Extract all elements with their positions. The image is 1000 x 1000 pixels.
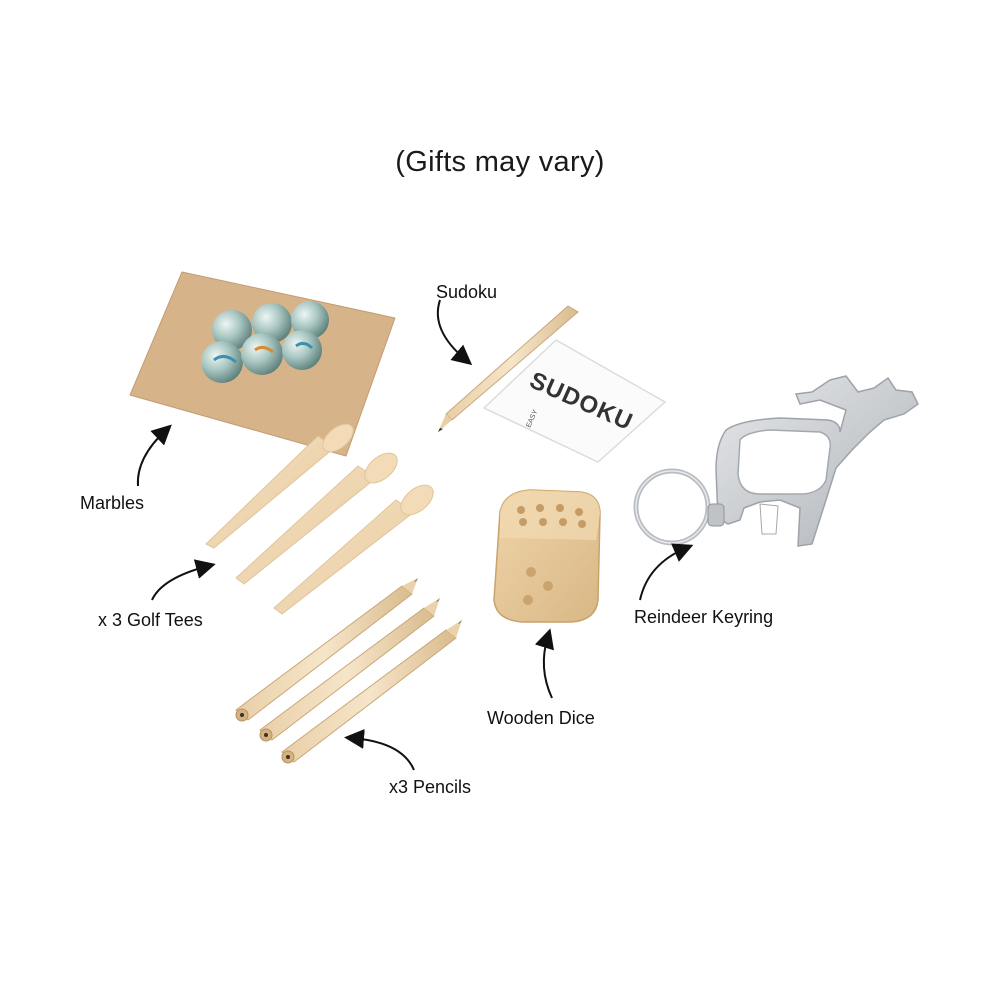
marble [291, 301, 329, 339]
sudoku-card: SUDOKU EASY [482, 339, 667, 463]
label-wooden-dice: Wooden Dice [487, 708, 595, 728]
pencil [235, 578, 418, 722]
pencils-arrow [344, 728, 415, 771]
label-sudoku: Sudoku [436, 282, 498, 302]
pencil [281, 620, 462, 764]
label-reindeer-keyring: Reindeer Keyring [634, 607, 774, 627]
golf-tee [273, 484, 434, 615]
label-marbles: Marbles [80, 493, 145, 513]
golf-tees-item [205, 423, 434, 615]
reindeer-keyring [633, 375, 919, 547]
pencils-item [235, 578, 462, 764]
marble [201, 341, 243, 383]
label-golf-tees: x 3 Golf Tees [98, 610, 203, 630]
marble [241, 333, 283, 375]
golf-tee [205, 423, 354, 549]
annotation-arrows [136, 299, 694, 771]
marbles-item [129, 271, 396, 457]
golf-tee [235, 452, 398, 585]
sudoku-pencil [438, 305, 579, 432]
gifts-caption: (Gifts may vary) [395, 146, 605, 178]
dice-arrow [534, 628, 554, 699]
marbles-arrow [136, 424, 172, 487]
pencil [259, 598, 440, 742]
wooden-dice [493, 489, 601, 623]
golf-tees-arrow [151, 559, 216, 601]
marble [282, 330, 322, 370]
label-pencils: x3 Pencils [389, 777, 472, 797]
sudoku-arrow [436, 299, 473, 366]
keyring-arrow [639, 543, 694, 601]
marble [212, 310, 252, 350]
